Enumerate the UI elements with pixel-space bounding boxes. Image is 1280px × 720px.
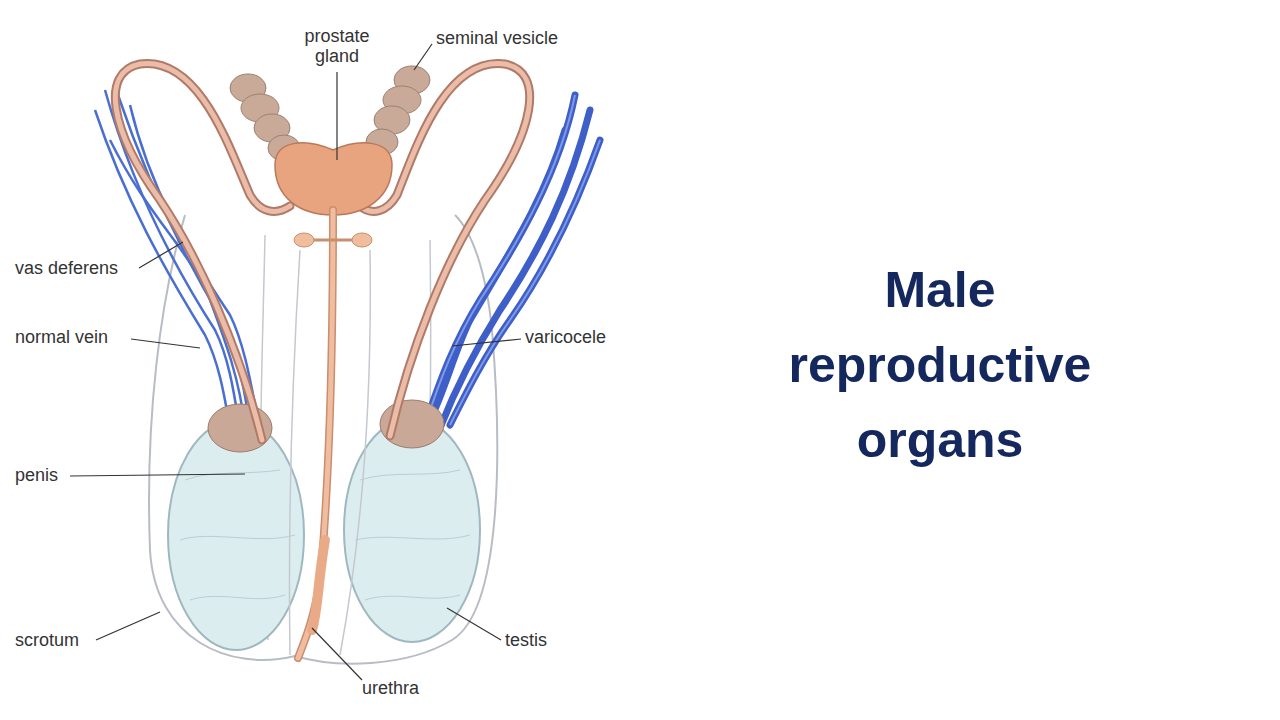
- urethra: [298, 210, 360, 658]
- penis-outline: [340, 250, 370, 655]
- bulbourethral-gland: [294, 233, 372, 247]
- part-label: urethra: [362, 678, 419, 698]
- part-label: seminal vesicle: [436, 28, 558, 48]
- part-label: testis: [505, 630, 547, 650]
- prostate: [275, 143, 392, 215]
- vas-deferens: [115, 64, 529, 440]
- seminal-vesicle: [230, 66, 430, 161]
- penis-outline: [289, 250, 300, 655]
- part-label: normal vein: [15, 327, 108, 347]
- testis: [168, 420, 304, 650]
- part-label: prostate gland: [292, 26, 382, 66]
- title-heading: Male reproductive organs: [750, 253, 1130, 478]
- leader-line: [70, 44, 521, 680]
- part-label: vas deferens: [15, 258, 118, 278]
- part-label: penis: [15, 465, 58, 485]
- normal-vein: [95, 90, 258, 430]
- part-label: varicocele: [525, 327, 606, 347]
- part-label: scrotum: [15, 630, 79, 650]
